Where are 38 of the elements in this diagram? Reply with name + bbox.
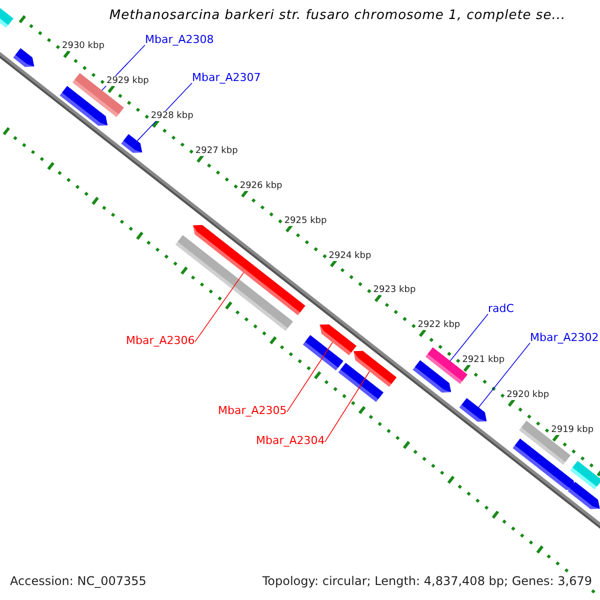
leader-line [194,272,244,342]
gene-label: Mbar_A2307 [192,71,261,84]
gene-bar [175,235,293,331]
gene-label: Mbar_A2305 [218,404,287,417]
scale-label: 2925 kbp [284,216,327,226]
gene-label: Mbar_A2304 [256,434,325,447]
pointed-gene-feature [459,398,487,422]
pointed-gene-feature [512,438,576,490]
scale-label: 2926 kbp [240,180,282,191]
gene-bar [302,335,344,370]
gene-bar [338,362,384,402]
leader-line [286,342,333,412]
scale-label: 2927 kbp [195,146,238,156]
scale-label: 2928 kbp [150,111,194,122]
scale-label: 2929 kbp [106,76,149,86]
scale-label: 2924 kbp [328,250,372,261]
leader-line [324,371,370,442]
scale-label: 2922 kbp [418,320,460,330]
scale-label: 2923 kbp [373,285,416,296]
gene-label: Mbar_A2308 [145,33,214,46]
pointed-gene-feature [60,86,108,126]
scale-label: 2920 kbp [506,390,550,400]
pointed-gene-feature [412,360,452,393]
scale-label: 2919 kbp [551,424,594,435]
gene-label: radC [488,302,514,315]
leader-line [478,342,530,408]
scale-label: 2921 kbp [462,355,505,366]
gene-label: Mbar_A2302 [530,331,599,344]
genome-info-text: Topology: circular; Length: 4,837,408 bp; Genes: 3,679 [262,574,592,588]
pointed-gene-feature [13,48,34,67]
title: Methanosarcina barkeri str. fusaro chromosome 1, complete se... [109,8,566,23]
gene-bar [0,7,14,28]
scale-label: 2930 kbp [62,41,104,52]
pointed-gene-feature [568,482,600,510]
accession-text: Accession: NC_007355 [10,574,146,588]
gene-label: Mbar_A2306 [126,334,195,347]
pointed-gene-feature [121,134,142,153]
leader-line [450,314,488,362]
